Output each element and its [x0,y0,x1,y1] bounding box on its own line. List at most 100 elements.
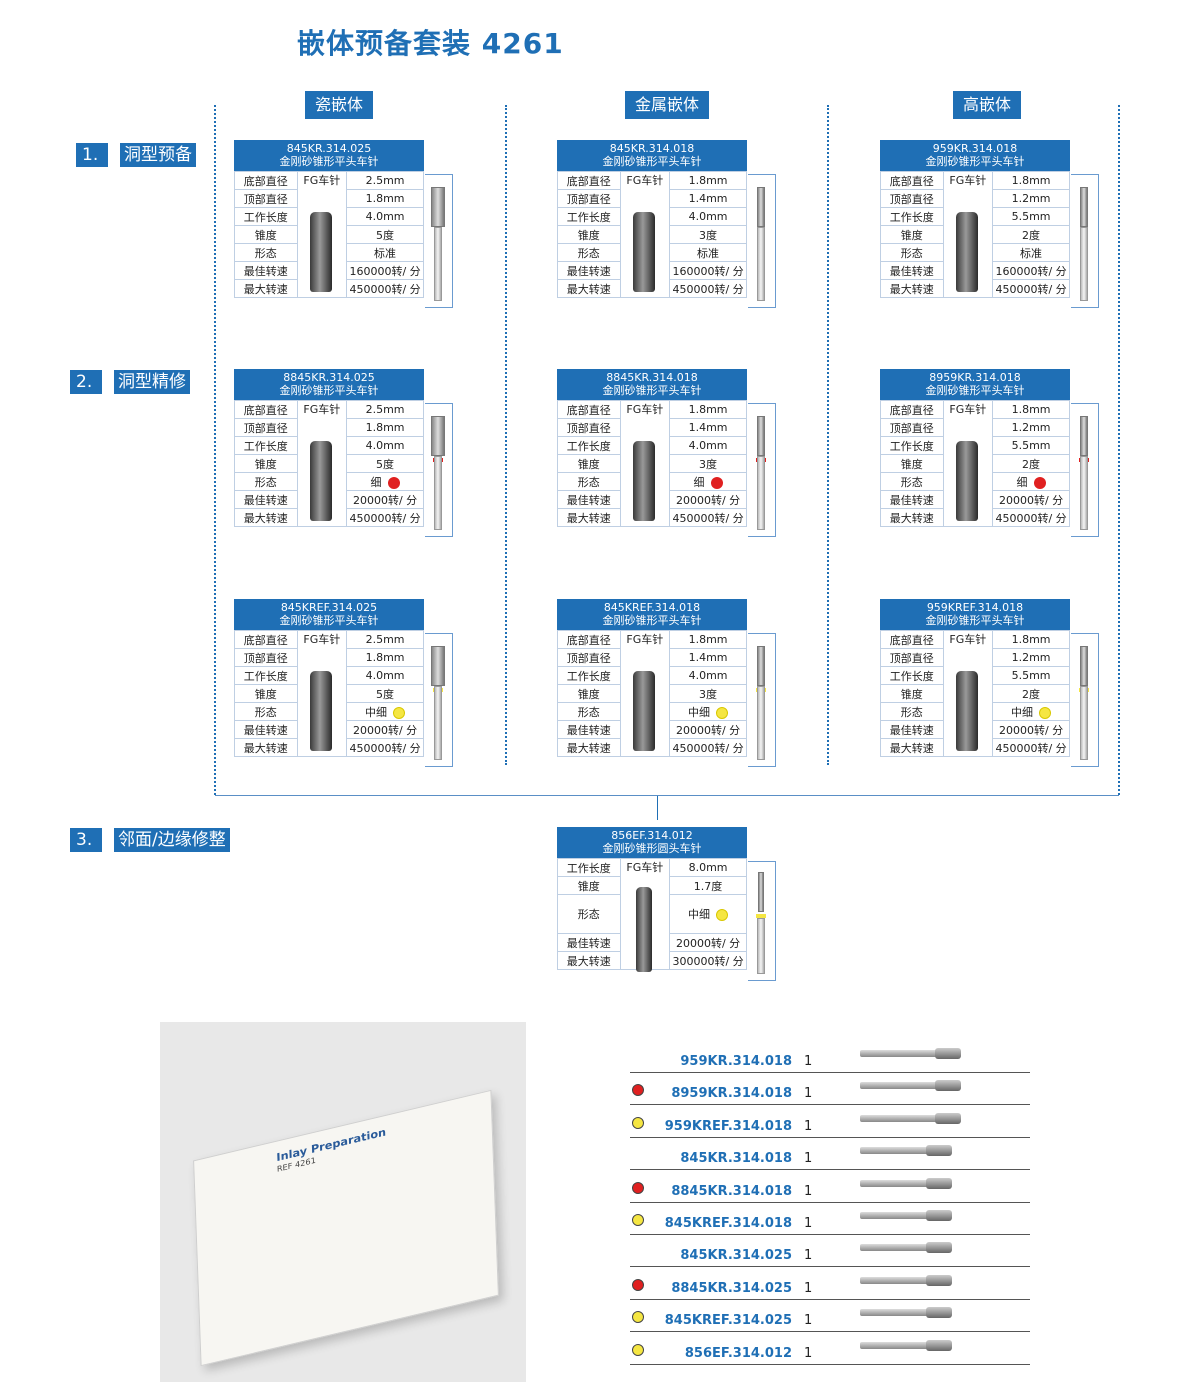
list-item: 856EF.314.012 1 [630,1332,1030,1365]
card-ref: 8845KR.314.025 [283,371,375,384]
fg-label: FG车针 [303,174,341,187]
list-ref: 845KR.314.018 [680,1151,792,1167]
divider-line [1118,105,1120,795]
card-ref: 845KREF.314.025 [280,601,378,614]
spec-key: 最大转速 [234,738,298,757]
card-ref: 856EF.314.012 [611,829,693,842]
card-desc: 金刚砂锥形平头车针 [602,614,702,627]
section-number: 3. [70,828,102,852]
spec-key: 最佳转速 [557,933,621,952]
bur-thumbnail [860,1244,928,1252]
spec-value: 2.5mm [346,400,424,419]
spec-key: 形态 [557,702,621,721]
fg-cell: FG车针 [619,858,671,972]
list-ref: 959KREF.314.018 [664,1118,792,1134]
spec-key: 工作长度 [880,436,944,455]
spec-key: 工作长度 [880,666,944,685]
grit-dot-red [710,476,723,489]
bur-head [431,416,445,456]
spec-value: 5度 [346,684,424,703]
list-qty: 1 [804,1313,813,1329]
bur-photo [632,441,655,521]
grit-label: 中细 [1011,705,1034,719]
bur-photo [635,887,652,972]
spec-value: 450000转/ 分 [992,508,1070,527]
instrument-drawing [748,633,776,767]
card-ref: 845KR.314.018 [609,142,695,155]
spec-value: 4.0mm [346,436,424,455]
spec-key: 形态 [880,472,944,491]
list-ref: 959KR.314.018 [680,1054,792,1069]
list-item: 845KR.314.018 1 [630,1137,1030,1171]
spec-key: 最大转速 [880,508,944,527]
grit-dot-yellow [1039,706,1052,719]
spec-value: 4.0mm [669,207,747,226]
spec-value: 4.0mm [346,666,424,685]
bur-photo [309,441,332,521]
bur-shank [1080,686,1088,760]
grit-dot-yellow [632,1214,644,1226]
spec-key: 锥度 [557,876,621,895]
spec-value: 中细 [992,702,1070,721]
list-qty: 1 [804,1280,813,1296]
bur-thumbnail-head [926,1177,952,1189]
spec-key: 底部直径 [880,171,944,190]
card-header: 959KR.314.018 金刚砂锥形平头车针 [880,140,1070,171]
list-item: 8845KR.314.025 1 [630,1267,1030,1300]
spec-key: 最佳转速 [234,490,298,509]
card-desc: 金刚砂锥形平头车针 [279,155,379,168]
spec-key: 锥度 [234,684,298,703]
spec-key: 锥度 [557,454,621,473]
spec-key: 最佳转速 [234,261,298,280]
list-qty: 1 [804,1118,813,1134]
card-header: 959KREF.314.018 金刚砂锥形平头车针 [880,599,1070,630]
card-header: 8845KR.314.018 金刚砂锥形平头车针 [557,369,747,400]
spec-key: 锥度 [880,684,944,703]
instrument-drawing [1071,403,1099,537]
fg-label: FG车针 [626,861,664,874]
card-desc: 金刚砂锥形平头车针 [602,384,702,397]
fg-label: FG车针 [949,633,987,646]
spec-key: 顶部直径 [234,418,298,437]
spec-value: 4.0mm [669,436,747,455]
spec-key: 形态 [234,702,298,721]
spec-key: 最佳转速 [557,261,621,280]
fg-cell: FG车针 [619,171,671,298]
instrument-drawing [748,861,776,981]
spec-key: 最大转速 [557,279,621,298]
grit-dot-yellow [716,909,729,921]
grit-ring [756,914,766,918]
bur-thumbnail-head [935,1080,961,1092]
card-header: 845KR.314.018 金刚砂锥形平头车针 [557,140,747,171]
spec-key: 工作长度 [234,436,298,455]
grit-dot-red [387,476,400,489]
spec-value: 1.8mm [992,171,1070,190]
spec-value: 细 [669,472,747,491]
list-qty: 1 [804,1086,813,1102]
spec-value: 1.8mm [346,648,424,667]
bur-shank [757,456,765,530]
bur-photo [955,671,978,751]
card-ref: 845KR.314.025 [286,142,372,155]
spec-value: 中细 [346,702,424,721]
bur-head [757,646,765,686]
card-desc: 金刚砂锥形平头车针 [925,614,1025,627]
bur-shank [757,918,765,974]
bur-thumbnail [860,1212,928,1219]
spec-key: 形态 [557,243,621,262]
bur-shank [757,227,765,301]
card-header: 8845KR.314.025 金刚砂锥形平头车针 [234,369,424,400]
bur-shank [1080,227,1088,301]
bur-thumbnail-head [926,1339,952,1351]
kit-box: Inlay Preparation REF 4261 [193,1089,499,1367]
spec-value: 20000转/ 分 [346,720,424,739]
spec-key: 工作长度 [234,666,298,685]
spec-value: 450000转/ 分 [992,279,1070,298]
